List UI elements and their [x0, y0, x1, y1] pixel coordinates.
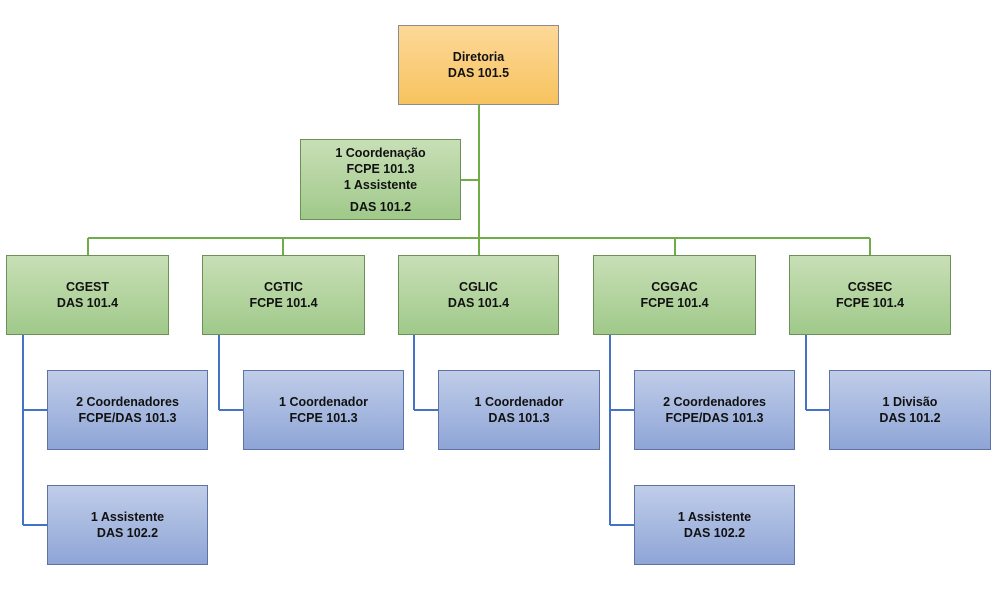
node-cglic-name: CGLIC — [459, 280, 498, 294]
node-cgsec-name: CGSEC — [847, 280, 893, 294]
node-cgest-child-2-line1: 1 Assistente — [90, 510, 165, 524]
node-cgest-name: CGEST — [65, 280, 110, 294]
node-coordenacao-line3: 1 Assistente — [343, 177, 418, 192]
node-cglic: CGLIC DAS 101.4 — [398, 255, 559, 335]
node-coordenacao: 1 Coordenação FCPE 101.3 1 Assistente DA… — [300, 139, 461, 220]
node-cgtic-child-1: 1 Coordenador FCPE 101.3 — [243, 370, 404, 450]
node-cgsec-child-1: 1 Divisão DAS 101.2 — [829, 370, 991, 450]
node-cglic-child-1: 1 Coordenador DAS 101.3 — [438, 370, 600, 450]
node-cgest-child-1: 2 Coordenadores FCPE/DAS 101.3 — [47, 370, 208, 450]
node-diretoria-title: Diretoria — [452, 50, 505, 64]
node-cggac-child-2: 1 Assistente DAS 102.2 — [634, 485, 795, 565]
node-cgsec-child-1-line2: DAS 101.2 — [879, 411, 941, 425]
node-cggac-child-1: 2 Coordenadores FCPE/DAS 101.3 — [634, 370, 795, 450]
node-cgest-child-2: 1 Assistente DAS 102.2 — [47, 485, 208, 565]
node-cggac-name: CGGAC — [651, 280, 698, 294]
node-cgest-child-2-line2: DAS 102.2 — [96, 526, 159, 540]
node-cggac-child-2-line2: DAS 102.2 — [683, 526, 746, 540]
node-cgest-level: DAS 101.4 — [56, 296, 119, 310]
node-diretoria: Diretoria DAS 101.5 — [398, 25, 559, 105]
node-coordenacao-line4: DAS 101.2 — [349, 199, 412, 214]
node-cggac-level: FCPE 101.4 — [640, 296, 709, 310]
node-cgsec-child-1-line1: 1 Divisão — [882, 395, 938, 409]
node-coordenacao-line1: 1 Coordenação — [335, 145, 426, 160]
node-cglic-child-1-line2: DAS 101.3 — [488, 411, 550, 425]
node-cgtic: CGTIC FCPE 101.4 — [202, 255, 365, 335]
node-cgest-child-1-line1: 2 Coordenadores — [76, 395, 179, 409]
node-cggac: CGGAC FCPE 101.4 — [593, 255, 756, 335]
node-coordenacao-line2: FCPE 101.3 — [346, 161, 415, 176]
node-cgest-child-1-line2: FCPE/DAS 101.3 — [78, 411, 177, 425]
node-cgtic-child-1-line1: 1 Coordenador — [279, 395, 368, 409]
node-cggac-child-2-line1: 1 Assistente — [677, 510, 752, 524]
node-cgsec: CGSEC FCPE 101.4 — [789, 255, 951, 335]
node-cggac-child-1-line1: 2 Coordenadores — [663, 395, 766, 409]
node-cgtic-child-1-line2: FCPE 101.3 — [289, 411, 358, 425]
node-cggac-child-1-line2: FCPE/DAS 101.3 — [665, 411, 764, 425]
node-cglic-level: DAS 101.4 — [447, 296, 510, 310]
node-diretoria-level: DAS 101.5 — [447, 66, 510, 80]
node-cglic-child-1-line1: 1 Coordenador — [474, 395, 564, 409]
node-cgsec-level: FCPE 101.4 — [835, 296, 905, 310]
node-cgest: CGEST DAS 101.4 — [6, 255, 169, 335]
node-cgtic-level: FCPE 101.4 — [249, 296, 318, 310]
node-cgtic-name: CGTIC — [264, 280, 303, 294]
